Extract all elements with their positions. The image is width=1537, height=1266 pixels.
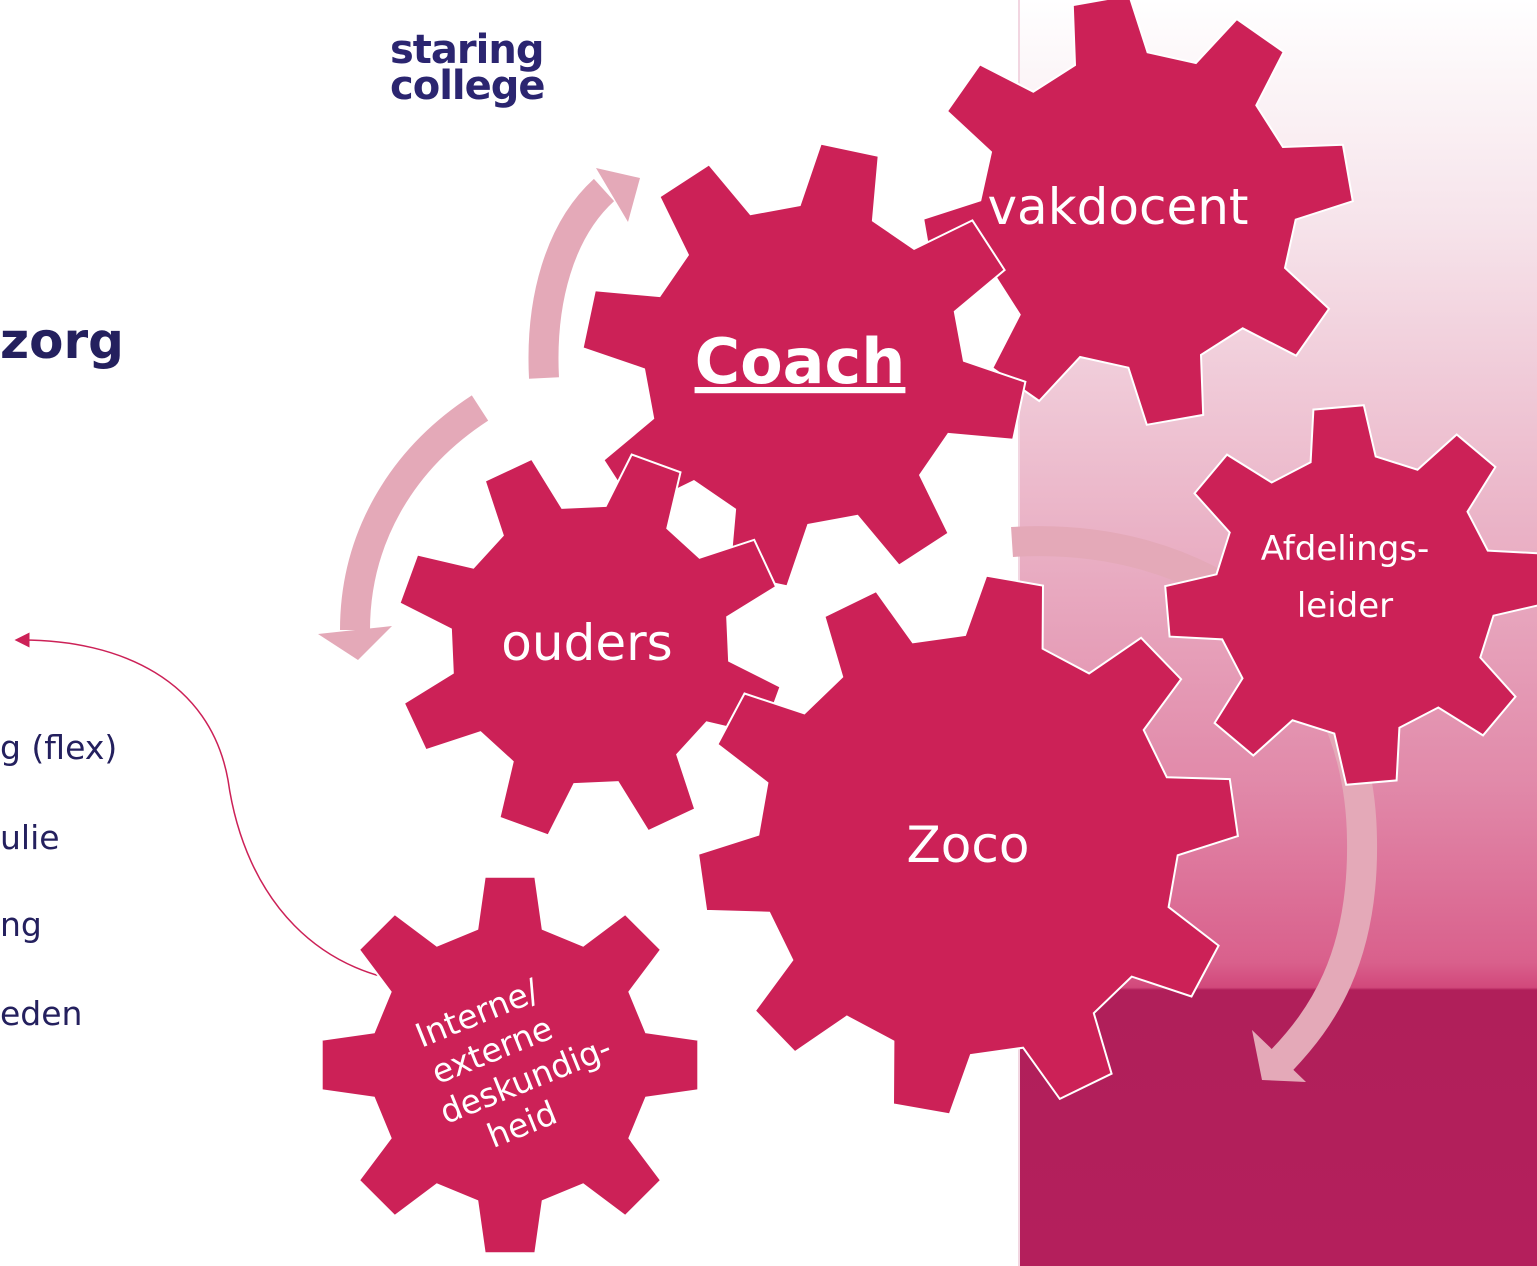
list-item-3: ng: [0, 905, 42, 944]
gear-label-afdelingsleider-2: leider: [1297, 586, 1393, 626]
gear-label-zoco: Zoco: [907, 816, 1030, 874]
logo-line-1: staring: [390, 27, 544, 73]
gear-zoco: [696, 574, 1240, 1116]
slide-heading-fragment: zorg: [0, 312, 124, 370]
thin-connector-arrow: [14, 632, 433, 985]
gear-label-coach: Coach: [695, 325, 906, 398]
list-item-4: eden: [0, 994, 83, 1033]
gear-coach: [581, 142, 1027, 588]
gear-label-vakdocent: vakdocent: [987, 178, 1248, 236]
logo-line-2: college: [390, 63, 546, 109]
list-item-2: ulie: [0, 818, 60, 857]
list-item-1: g (flex): [0, 728, 118, 767]
gear-afdelingsleider: [1164, 404, 1537, 786]
gears-group: [320, 0, 1537, 1255]
gear-deskundigheid: [320, 875, 700, 1255]
gear-ouders: [398, 453, 782, 837]
curved-arrow-left: [318, 395, 489, 660]
curved-arrow-up: [528, 168, 640, 379]
gear-label-ouders: ouders: [501, 614, 672, 672]
staring-college-logo: staring college: [390, 27, 590, 109]
gear-label-afdelingsleider-1: Afdelings-: [1261, 529, 1430, 569]
